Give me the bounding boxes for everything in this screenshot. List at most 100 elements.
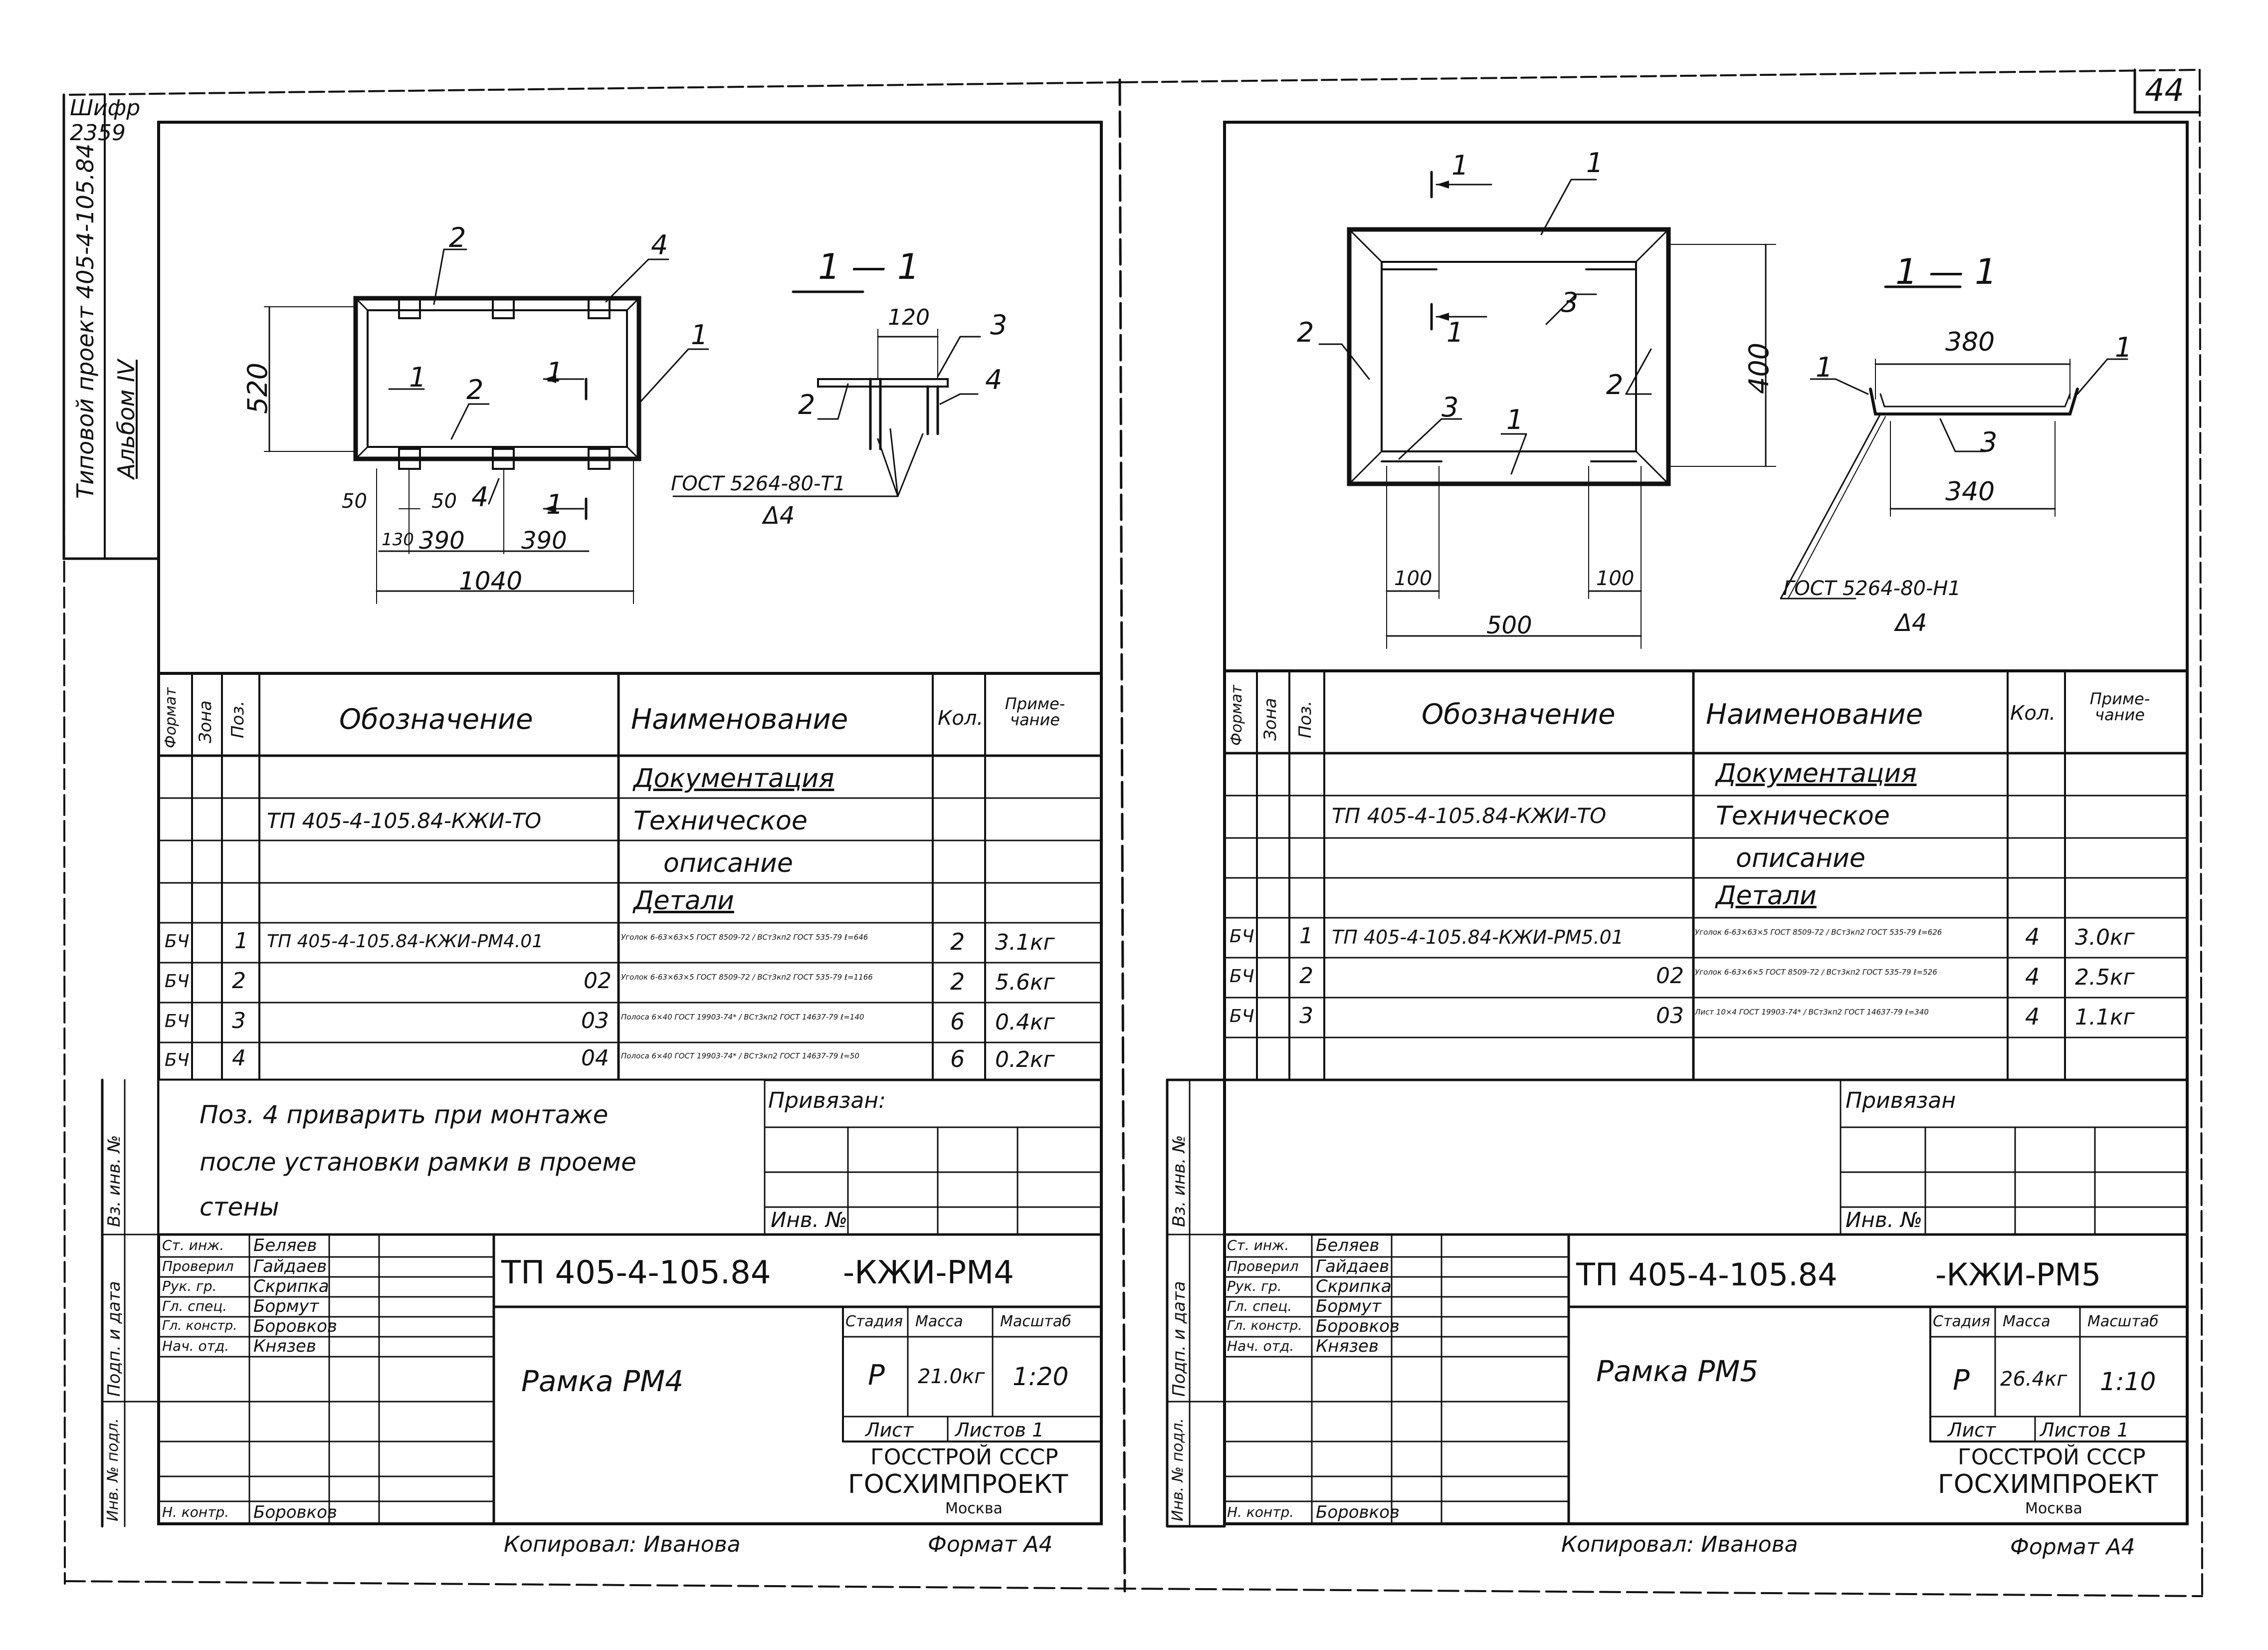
- left-format: Формат А4: [928, 1532, 1053, 1557]
- right-mass: 26.4кг: [2000, 1368, 2067, 1391]
- left-signer-name: Бормут: [253, 1296, 319, 1316]
- left-callout: 2: [449, 222, 466, 253]
- right-row-name: Уголок 6-63×6×5 ГОСТ 8509-72 / ВСт3кп2 Г…: [1695, 968, 1937, 977]
- left-sheet-label: Лист: [865, 1419, 914, 1441]
- left-row-name: Полоса 6×40 ГОСТ 19903-74* / ВСт3кп2 ГОС…: [621, 1013, 864, 1022]
- left-dim-50b: 50: [431, 490, 457, 513]
- left-dim-height: 520: [242, 362, 273, 414]
- left-signer-role: Гл. констр.: [162, 1318, 237, 1333]
- right-signer-role: Проверил: [1227, 1258, 1299, 1274]
- right-signer-name: Боровков: [1316, 1316, 1400, 1336]
- right-callout: 1: [1586, 147, 1604, 179]
- right-row-note: 1.1кг: [2075, 1005, 2135, 1030]
- right-row-name: Детали: [1716, 881, 1817, 911]
- left-th-note: Приме-чание: [1005, 694, 1065, 729]
- left-dim-50a: 50: [342, 490, 367, 513]
- right-th-zone: Зона: [1260, 698, 1280, 741]
- left-row-fmt: БЧ: [165, 971, 190, 992]
- left-signer-name: Князев: [253, 1336, 316, 1356]
- left-scale-label: Масштаб: [1000, 1313, 1071, 1330]
- left-callout: 2: [798, 389, 816, 420]
- right-signer-role: Гл. спец.: [1227, 1298, 1292, 1314]
- left-signer-role: Ст. инж.: [162, 1237, 224, 1253]
- left-row-qty: 6: [950, 1045, 965, 1072]
- left-inv-no: Инв. №: [771, 1208, 848, 1232]
- left-th-pos: Поз.: [228, 700, 248, 738]
- left-stage: Р: [868, 1359, 885, 1392]
- left-signer-role: Н. контр.: [162, 1504, 229, 1520]
- right-row-fmt: БЧ: [1230, 1006, 1254, 1027]
- right-callout: 1: [1451, 150, 1469, 181]
- left-row-name: Документация: [633, 764, 834, 794]
- left-section-title: 1 — 1: [818, 246, 920, 287]
- right-city: Москва: [2025, 1500, 2082, 1517]
- left-dim-130: 130: [382, 530, 414, 550]
- right-doc-code: ТП 405-4-105.84: [1576, 1256, 1838, 1293]
- left-weld-size: Δ4: [763, 502, 795, 530]
- left-doc-suffix: -КЖИ-РМ4: [843, 1254, 1014, 1291]
- left-callout: 1: [546, 489, 564, 520]
- left-side-label: Инв. № подл.: [104, 1418, 122, 1521]
- right-sheets-label: Листов 1: [2040, 1419, 2129, 1441]
- left-title: Рамка РМ4: [521, 1364, 684, 1398]
- left-org2: ГОСХИМПРОЕКТ: [848, 1469, 1068, 1499]
- right-row-pos: 2: [1299, 963, 1313, 989]
- right-row-qty: 4: [2025, 963, 2040, 990]
- left-callout: 4: [471, 481, 489, 513]
- cipher-value: 2359: [70, 120, 126, 146]
- right-callout: 1: [1446, 317, 1464, 348]
- left-signer-name: Боровков: [253, 1502, 337, 1522]
- right-callout: 3: [1561, 287, 1579, 318]
- left-weld-note: ГОСТ 5264-80-Т1: [671, 472, 846, 495]
- right-privyazan: Привязан: [1846, 1088, 1956, 1113]
- left-row-qty: 6: [950, 1008, 965, 1035]
- right-dim-height: 400: [1743, 342, 1775, 394]
- left-mass-label: Масса: [915, 1313, 963, 1330]
- right-format: Формат А4: [2010, 1534, 2135, 1560]
- right-side-label: Подп. и дата: [1169, 1281, 1189, 1397]
- right-org2: ГОСХИМПРОЕКТ: [1938, 1469, 2158, 1499]
- left-doc-code: ТП 405-4-105.84: [501, 1254, 771, 1291]
- left-privyazan: Привязан:: [768, 1088, 886, 1113]
- right-row-code: ТП 405-4-105.84-КЖИ-ТО: [1332, 804, 1607, 828]
- left-sheets-label: Листов 1: [955, 1419, 1044, 1441]
- left-row-pos: 1: [234, 928, 248, 954]
- right-stage-label: Стадия: [1933, 1313, 1991, 1330]
- left-callout: 4: [985, 364, 1003, 396]
- left-side-label: Подп. и дата: [104, 1281, 124, 1397]
- left-row-note: 5.6кг: [995, 970, 1055, 995]
- right-row-pos: 1: [1299, 923, 1313, 949]
- left-row-qty: 2: [950, 968, 965, 995]
- right-row-fmt: БЧ: [1230, 926, 1254, 947]
- right-callout: 3: [1442, 392, 1459, 423]
- left-row-fmt: БЧ: [165, 1011, 190, 1031]
- right-weld-note: ГОСТ 5264-80-Н1: [1783, 577, 1961, 600]
- right-weld-size: Δ4: [1895, 609, 1927, 637]
- left-signer-name: Беляев: [253, 1236, 317, 1255]
- left-dim-390a: 390: [419, 527, 465, 555]
- right-signer-name: Бормут: [1316, 1296, 1382, 1316]
- right-row-code: 03: [1656, 1003, 1684, 1029]
- left-th-name: Наименование: [631, 703, 848, 736]
- left-signer-role: Рук. гр.: [162, 1278, 217, 1294]
- right-copied: Копировал: Иванова: [1561, 1532, 1798, 1557]
- left-row-name: Полоса 6×40 ГОСТ 19903-74* / ВСт3кп2 ГОС…: [621, 1051, 859, 1060]
- right-row-name: описание: [1736, 843, 1865, 873]
- left-row-fmt: БЧ: [165, 1050, 190, 1070]
- left-mass: 21.0кг: [918, 1365, 985, 1388]
- right-row-fmt: БЧ: [1230, 966, 1254, 987]
- left-note-line: Поз. 4 приварить при монтаже: [200, 1100, 609, 1129]
- left-row-code: ТП 405-4-105.84-КЖИ-РМ4.01: [267, 931, 544, 952]
- left-th-qty: Кол.: [938, 707, 984, 730]
- left-callout: 2: [466, 374, 484, 406]
- left-row-code: ТП 405-4-105.84-КЖИ-ТО: [267, 809, 542, 833]
- left-dim-total: 1040: [459, 567, 523, 596]
- right-inv-no: Инв. №: [1846, 1208, 1923, 1232]
- left-callout: 3: [990, 309, 1008, 341]
- left-dim-section-width: 120: [888, 305, 930, 330]
- right-callout: 2: [1606, 369, 1624, 401]
- left-row-code: 02: [584, 968, 612, 994]
- left-side-label: Вз. инв. №: [104, 1135, 124, 1227]
- right-row-name: Техническое: [1716, 801, 1890, 831]
